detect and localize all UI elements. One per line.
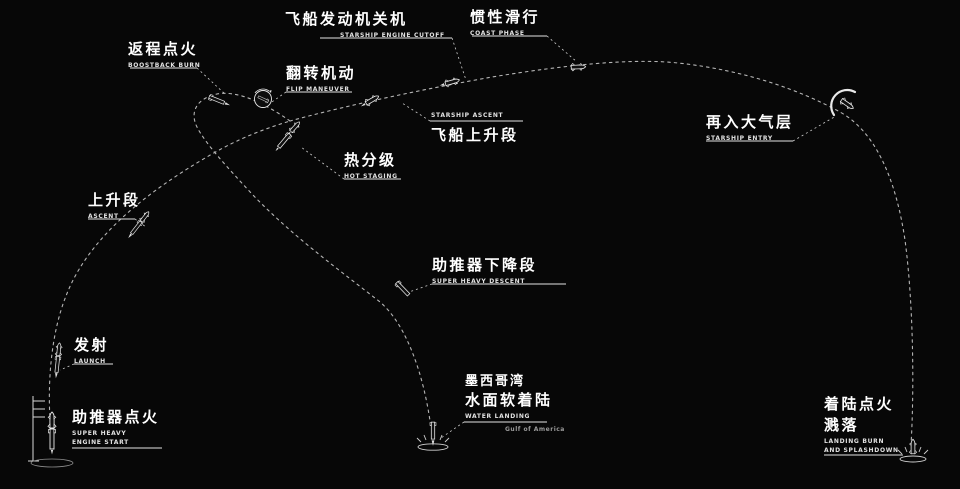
label-landing-splashdown-en1: LANDING BURN <box>824 437 885 445</box>
label-starship-engine-cutoff-zh: 飞船发动机关机 <box>285 10 408 28</box>
label-landing-splashdown-zh2: 溅落 <box>824 415 860 434</box>
label-boostback-burn-zh: 返程点火 <box>128 40 199 58</box>
label-ascent: 上升段 ASCENT <box>88 191 141 221</box>
flip-maneuver-icon <box>254 88 272 108</box>
label-landing-splashdown-en2: AND SPLASHDOWN <box>824 446 899 454</box>
label-coast-phase-zh: 惯性滑行 <box>470 8 541 26</box>
label-hot-staging-zh: 热分级 <box>344 151 397 169</box>
label-super-heavy-descent-en: SUPER HEAVY DESCENT <box>432 277 526 285</box>
splashdown-starship-icon <box>908 438 918 455</box>
label-leader-lines <box>59 35 903 456</box>
splashdown-splash <box>897 446 929 463</box>
label-water-landing-zh2: 水面软着陆 <box>465 390 553 409</box>
label-boostback-burn: 返程点火 BOOSTBACK BURN <box>128 40 200 70</box>
starship-ascent-icon-2 <box>439 75 461 88</box>
label-landing-splashdown: 着陆点火 溅落 LANDING BURN AND SPLASHDOWN <box>824 395 899 455</box>
label-starship-entry: 再入大气层 STARSHIP ENTRY <box>706 113 794 143</box>
starship-ascent-icon-1 <box>360 92 381 108</box>
label-launch-zh: 发射 <box>74 336 110 354</box>
label-super-heavy-engine-start-en1: SUPER HEAVY <box>72 429 127 437</box>
boostback-booster-icon <box>207 93 231 107</box>
label-super-heavy-descent: 助推器下降段 SUPER HEAVY DESCENT <box>432 256 537 286</box>
label-gulf-of-america: Gulf of America <box>505 425 565 433</box>
label-flip-maneuver: 翻转机动 FLIP MANEUVER <box>286 64 356 94</box>
label-starship-entry-zh: 再入大气层 <box>706 113 794 131</box>
label-starship-engine-cutoff-en: STARSHIP ENGINE CUTOFF <box>340 31 445 39</box>
label-launch: 发射 LAUNCH <box>74 336 109 366</box>
label-boostback-burn-en: BOOSTBACK BURN <box>128 61 201 69</box>
label-coast-phase-en: COAST PHASE <box>470 29 525 37</box>
label-water-landing-en: WATER LANDING <box>465 412 531 420</box>
launch-rocket-icon <box>53 343 63 379</box>
entry-starship-icon <box>838 96 856 112</box>
label-super-heavy-engine-start-zh: 助推器点火 <box>72 408 160 426</box>
label-starship-ascent-en: STARSHIP ASCENT <box>431 112 504 119</box>
label-hot-staging: 热分级 HOT STAGING <box>344 151 398 181</box>
label-starship-entry-en: STARSHIP ENTRY <box>706 134 773 142</box>
hot-staging-booster-icon <box>274 131 293 152</box>
label-water-landing-zh1: 墨西哥湾 <box>465 374 526 389</box>
label-starship-ascent-zh: 飞船上升段 <box>431 126 519 145</box>
label-super-heavy-engine-start-en2: ENGINE START <box>72 438 129 446</box>
pad-rocket-icon <box>48 412 56 455</box>
pad-base <box>30 458 74 468</box>
entry-plasma-arc <box>830 88 857 117</box>
launch-tower <box>28 396 45 462</box>
trajectory-ascent-path <box>48 120 291 443</box>
label-ascent-en: ASCENT <box>88 212 119 220</box>
label-ascent-zh: 上升段 <box>88 191 141 209</box>
descent-booster-icon <box>394 280 412 298</box>
label-hot-staging-en: HOT STAGING <box>344 172 398 180</box>
label-coast-phase: 惯性滑行 COAST PHASE <box>470 8 540 38</box>
label-landing-splashdown-zh1: 着陆点火 <box>824 395 895 413</box>
trajectory-booster-path <box>193 92 432 429</box>
water-landing-splash <box>416 434 450 451</box>
trajectory-starship-path <box>289 60 914 446</box>
landing-burn-booster-icon <box>429 421 437 446</box>
label-water-landing: 墨西哥湾 水面软着陆 WATER LANDING Gulf of America <box>465 374 565 433</box>
label-starship-engine-cutoff: 飞船发动机关机 STARSHIP ENGINE CUTOFF <box>285 10 445 40</box>
label-launch-en: LAUNCH <box>74 357 106 365</box>
label-super-heavy-engine-start: 助推器点火 SUPER HEAVY ENGINE START <box>72 408 160 447</box>
label-super-heavy-descent-zh: 助推器下降段 <box>432 256 538 274</box>
label-flip-maneuver-zh: 翻转机动 <box>286 64 357 82</box>
label-flip-maneuver-en: FLIP MANEUVER <box>286 85 350 93</box>
label-starship-ascent: STARSHIP ASCENT 飞船上升段 <box>431 112 519 145</box>
